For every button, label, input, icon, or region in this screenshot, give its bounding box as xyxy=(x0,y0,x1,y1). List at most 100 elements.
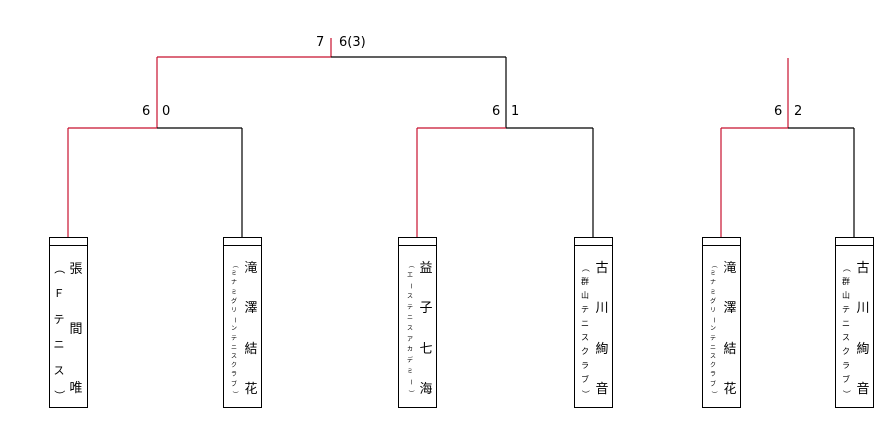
vertical-char: グ xyxy=(230,297,237,305)
vertical-char: 音 xyxy=(856,381,870,397)
vertical-char: テ xyxy=(709,334,716,342)
vertical-char: ク xyxy=(581,347,589,356)
vertical-char: テ xyxy=(230,334,237,342)
vertical-char: （ xyxy=(52,263,66,274)
player-name: 古川絢音 xyxy=(854,262,872,396)
player-name: 古川絢音 xyxy=(593,262,611,396)
player-card: （エーステニスアカデミー） 益子七海 xyxy=(398,237,437,408)
vertical-char: 結 xyxy=(723,341,737,357)
vertical-char: 古 xyxy=(856,261,870,276)
vertical-char: ン xyxy=(709,325,716,333)
vertical-char: ス xyxy=(581,333,589,342)
vertical-char: ブ xyxy=(842,375,850,384)
vertical-char: ブ xyxy=(581,375,589,384)
player-club: （エーステニスアカデミー） xyxy=(405,262,415,396)
vertical-char: ス xyxy=(842,333,850,342)
player-card-header-line xyxy=(836,245,873,246)
vertical-char: ー xyxy=(230,317,238,324)
vertical-char: ク xyxy=(709,362,716,370)
vertical-char: ニ xyxy=(53,338,65,352)
player-card-header-line xyxy=(703,245,740,246)
vertical-char: 間 xyxy=(69,321,83,337)
vertical-char: （ xyxy=(406,261,414,269)
vertical-char: ラ xyxy=(581,361,589,370)
vertical-char: ニ xyxy=(581,319,589,328)
vertical-char: ラ xyxy=(709,371,716,379)
vertical-char: 滝 xyxy=(723,261,737,276)
semi-center-score-right: 1 xyxy=(511,104,520,119)
vertical-char: テ xyxy=(581,305,589,314)
final-score-right: 6(3) xyxy=(339,35,366,50)
vertical-char: ） xyxy=(842,390,851,398)
vertical-char: ブ xyxy=(230,380,237,388)
vertical-char: 海 xyxy=(419,381,433,397)
vertical-char: ニ xyxy=(709,343,716,351)
player-card: （ミナミグリーンテニスクラブ） 滝澤結花 xyxy=(223,237,262,408)
vertical-char: 澤 xyxy=(244,301,258,317)
semi-left-score-left: 6 xyxy=(142,104,151,119)
vertical-char: ニ xyxy=(842,319,850,328)
vertical-char: 澤 xyxy=(723,301,737,317)
vertical-char: （ xyxy=(230,261,238,269)
player-club: （ミナミグリーンテニスクラブ） xyxy=(708,262,718,397)
vertical-char: テ xyxy=(842,305,850,314)
vertical-char: ） xyxy=(230,390,238,397)
semi-right-score-right: 2 xyxy=(794,104,803,119)
vertical-char: 山 xyxy=(842,291,850,300)
vertical-char: 滝 xyxy=(244,261,258,276)
player-card: （群山テニスクラブ） 古川絢音 xyxy=(574,237,613,408)
vertical-char: ス xyxy=(709,353,716,361)
vertical-char: ミ xyxy=(709,270,716,278)
semi-right-score-left: 6 xyxy=(774,104,783,119)
vertical-char: ス xyxy=(230,353,237,361)
player-name: 滝澤結花 xyxy=(242,262,260,396)
vertical-char: ラ xyxy=(842,361,850,370)
vertical-char: リ xyxy=(709,307,716,315)
semi-left-score-right: 0 xyxy=(162,104,171,119)
semi-center-score-left: 6 xyxy=(492,104,501,119)
vertical-char: ニ xyxy=(230,343,237,351)
player-card-header-line xyxy=(575,245,612,246)
vertical-char: 絢 xyxy=(595,341,609,357)
player-card-header-line xyxy=(399,245,436,246)
vertical-char: ス xyxy=(406,292,413,300)
vertical-char: 古 xyxy=(595,261,609,276)
vertical-char: デ xyxy=(406,356,413,364)
vertical-char: ） xyxy=(52,389,66,401)
vertical-char: ミ xyxy=(230,270,237,278)
vertical-char: テ xyxy=(406,303,413,311)
vertical-char: ラ xyxy=(230,371,237,379)
player-name: 益子七海 xyxy=(417,262,435,396)
vertical-char: 川 xyxy=(595,301,609,317)
vertical-char: ク xyxy=(230,362,237,370)
vertical-char: 唯 xyxy=(69,381,83,396)
player-club: （群山テニスクラブ） xyxy=(579,264,591,398)
vertical-char: ー xyxy=(709,317,717,324)
vertical-char: ス xyxy=(406,324,413,332)
vertical-char: 張 xyxy=(69,262,83,277)
player-card: （群山テニスクラブ） 古川絢音 xyxy=(835,237,874,408)
vertical-char: ー xyxy=(406,283,414,290)
vertical-char: 絢 xyxy=(856,341,870,357)
vertical-char: 益 xyxy=(419,261,433,276)
vertical-char: ミ xyxy=(406,367,413,375)
vertical-char: 山 xyxy=(581,291,589,300)
vertical-char: （ xyxy=(709,261,717,269)
vertical-char: ミ xyxy=(709,288,716,296)
vertical-char: ス xyxy=(53,363,65,377)
vertical-char: リ xyxy=(230,307,237,315)
vertical-char: カ xyxy=(406,346,413,354)
vertical-char: テ xyxy=(53,312,65,326)
vertical-char: ） xyxy=(581,390,590,398)
vertical-char: グ xyxy=(709,297,716,305)
vertical-char: （ xyxy=(842,264,851,272)
vertical-char: ナ xyxy=(230,279,237,287)
vertical-char: エ xyxy=(406,271,413,279)
vertical-char: （ xyxy=(581,264,590,272)
vertical-char: 結 xyxy=(244,341,258,357)
player-club: （ミナミグリーンテニスクラブ） xyxy=(229,262,239,397)
